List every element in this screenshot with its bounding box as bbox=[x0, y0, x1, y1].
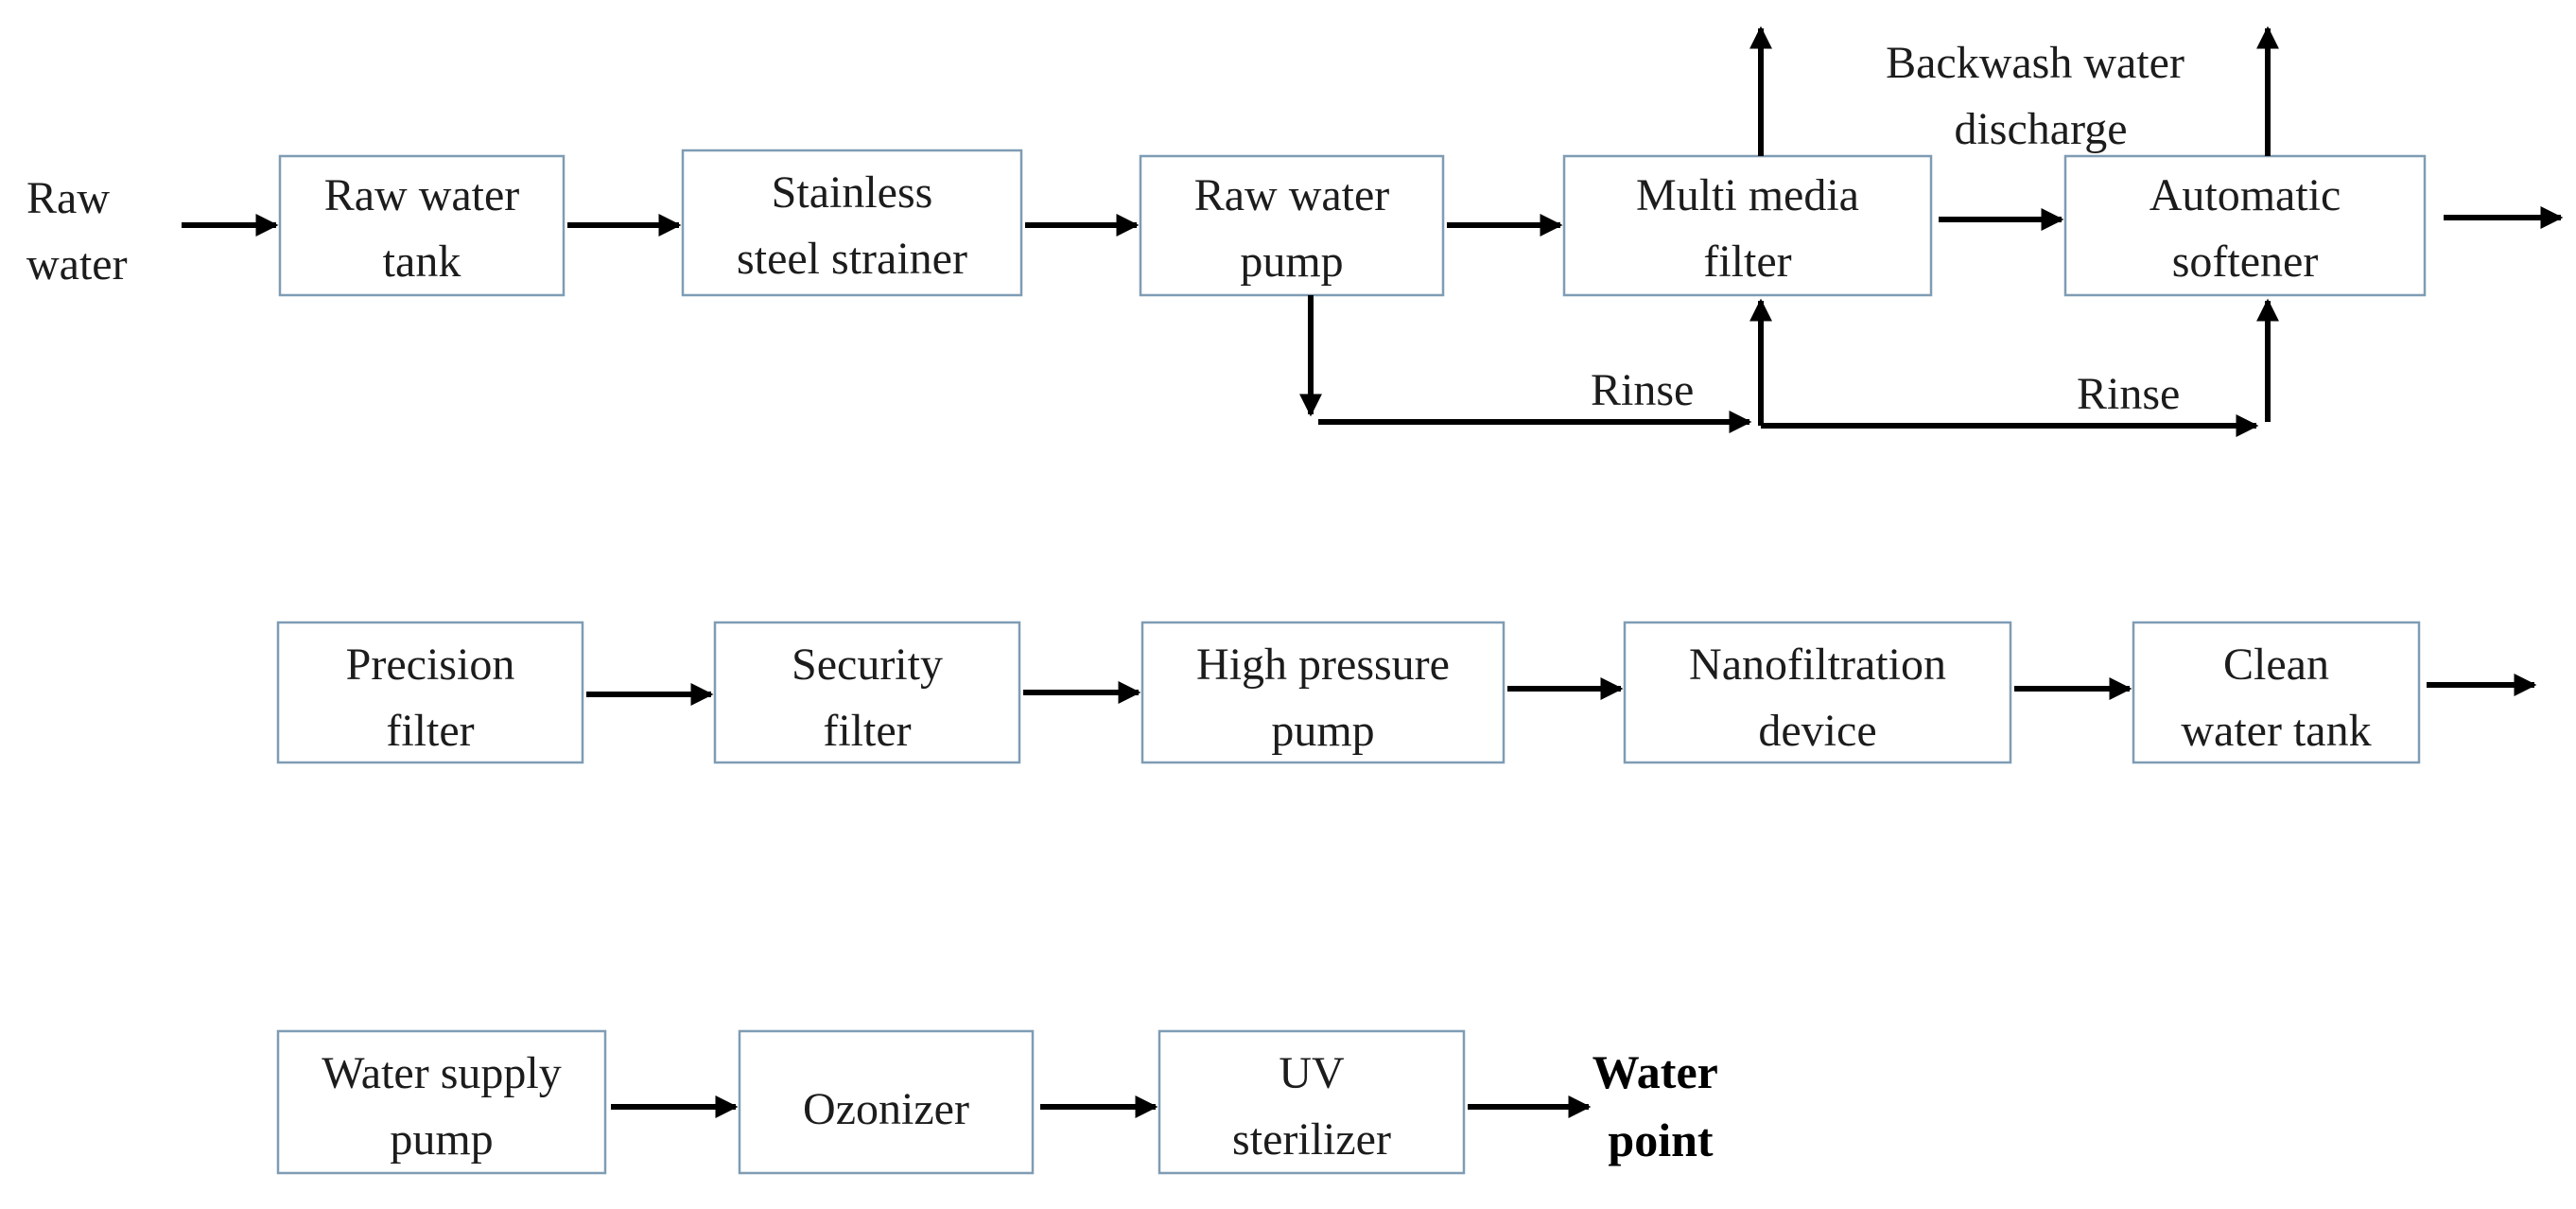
water-point-label: Water point bbox=[1593, 1045, 1730, 1166]
rinse-lines bbox=[1299, 295, 2279, 437]
row1-arrows bbox=[182, 26, 2564, 237]
svg-text:Ozonizer: Ozonizer bbox=[803, 1084, 969, 1134]
rinse-label-1: Rinse bbox=[1591, 365, 1694, 415]
raw-water-label: Raw water bbox=[26, 173, 128, 289]
rinse-label-2: Rinse bbox=[2077, 369, 2180, 419]
row2-arrows bbox=[586, 674, 2537, 706]
backwash-water-discharge-label: Backwash water discharge bbox=[1886, 38, 2196, 154]
ozonizer-box: Ozonizer bbox=[738, 1029, 1035, 1175]
